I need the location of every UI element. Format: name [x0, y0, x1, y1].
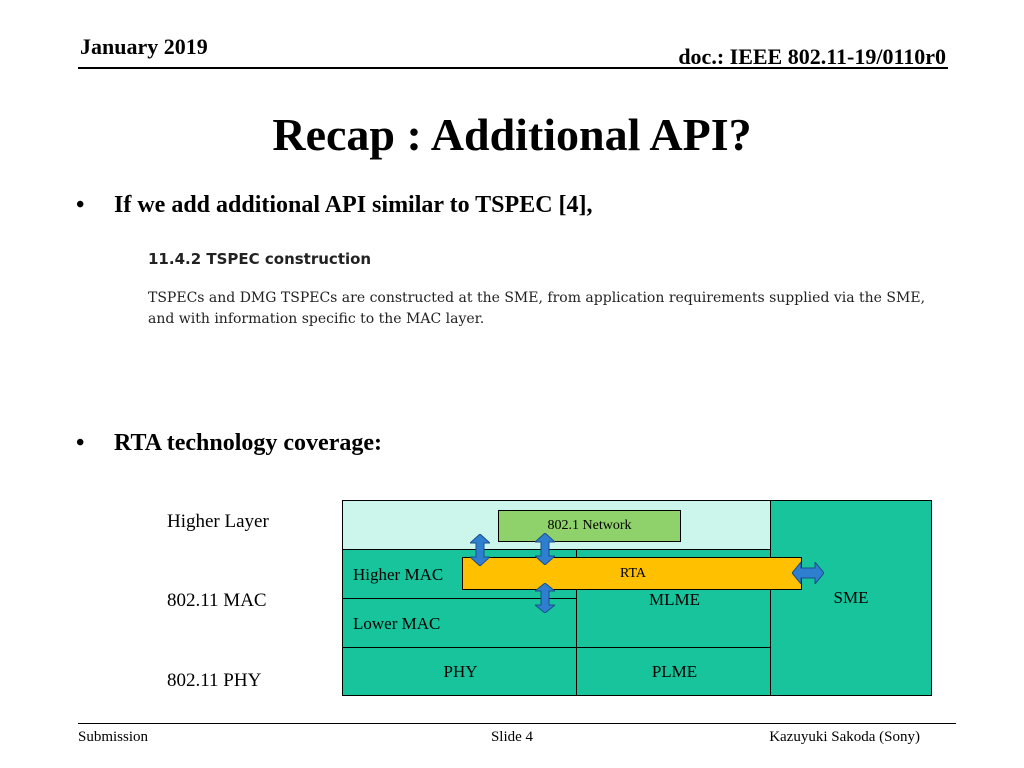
sme-label: SME: [833, 588, 869, 607]
plme-block: PLME: [576, 647, 771, 696]
rta-sme-arrow-icon: [792, 562, 824, 584]
bullet-text: If we add additional API similar to TSPE…: [114, 192, 593, 218]
lower-mac-label: Lower MAC: [353, 614, 441, 633]
network-label: 802.1 Network: [547, 518, 632, 533]
higher-mac-label: Higher MAC: [353, 565, 444, 584]
higher-layer-rta-arrow-icon: [470, 534, 490, 566]
rta-label: RTA: [619, 566, 647, 581]
network-block: 802.1 Network: [498, 510, 681, 542]
plme-label: PLME: [651, 662, 698, 681]
excerpt-body: TSPECs and DMG TSPECs are constructed at…: [148, 290, 926, 327]
bullet-rta-coverage: • RTA technology coverage:: [76, 430, 776, 460]
spec-excerpt: 11.4.2 TSPEC construction TSPECs and DMG…: [148, 250, 928, 330]
architecture-diagram: SME Higher MAC Lower MAC MLME PHY PLME 8…: [342, 500, 932, 696]
row-label-mac: 802.11 MAC: [167, 590, 267, 611]
rta-block: RTA: [462, 557, 802, 590]
bullet-dot-icon: •: [76, 192, 85, 218]
footer-divider: [78, 723, 956, 724]
excerpt-heading: 11.4.2 TSPEC construction: [148, 250, 372, 268]
mlme-label: MLME: [649, 590, 700, 609]
row-label-phy: 802.11 PHY: [167, 670, 262, 691]
header-divider: [78, 67, 948, 69]
header-date: January 2019: [80, 34, 208, 59]
slide-title: Recap : Additional API?: [272, 109, 752, 160]
footer-submission: Submission: [78, 729, 149, 745]
footer-slide-number: Slide 4: [490, 729, 534, 745]
phy-label: PHY: [443, 662, 478, 681]
bullet-dot-icon: •: [76, 430, 85, 456]
bullet-tspec: • If we add additional API similar to TS…: [76, 192, 776, 222]
network-rta-arrow-icon: [535, 533, 555, 565]
header-doc-id: doc.: IEEE 802.11-19/0110r0: [678, 44, 946, 69]
phy-block: PHY: [342, 647, 577, 696]
sme-block: SME: [770, 500, 932, 696]
row-label-higher-layer: Higher Layer: [167, 511, 269, 532]
footer-author: Kazuyuki Sakoda (Sony): [769, 729, 920, 745]
rta-lower-mac-arrow-icon: [535, 583, 555, 613]
bullet-text: RTA technology coverage:: [114, 430, 382, 456]
